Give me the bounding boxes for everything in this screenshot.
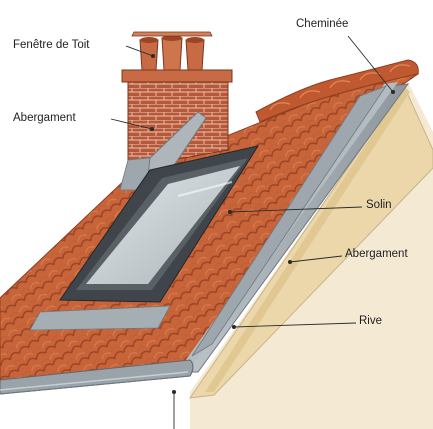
- leader-cheminee: [347, 35, 394, 93]
- leader-lines: [110, 35, 396, 429]
- label-abergament-right: Abergament: [345, 248, 408, 260]
- label-rive: Rive: [359, 315, 383, 327]
- leader-fenetre: [125, 45, 154, 57]
- label-cheminee: Cheminée: [296, 18, 349, 30]
- leader-abergament-left: [110, 118, 153, 130]
- leader-rive: [233, 322, 357, 328]
- gable-wall: [188, 82, 433, 429]
- label-solin: Solin: [366, 199, 392, 211]
- gutter: [0, 359, 194, 395]
- chimney-pots: [131, 31, 213, 71]
- abergament-side: [191, 85, 388, 357]
- roof-window: [29, 145, 260, 331]
- leader-solin: [229, 206, 363, 213]
- label-abergament-left: Abergament: [13, 112, 76, 124]
- label-fenetre-de-toit: Fenêtre de Toit: [13, 39, 90, 51]
- leader-abergament-right: [289, 255, 343, 263]
